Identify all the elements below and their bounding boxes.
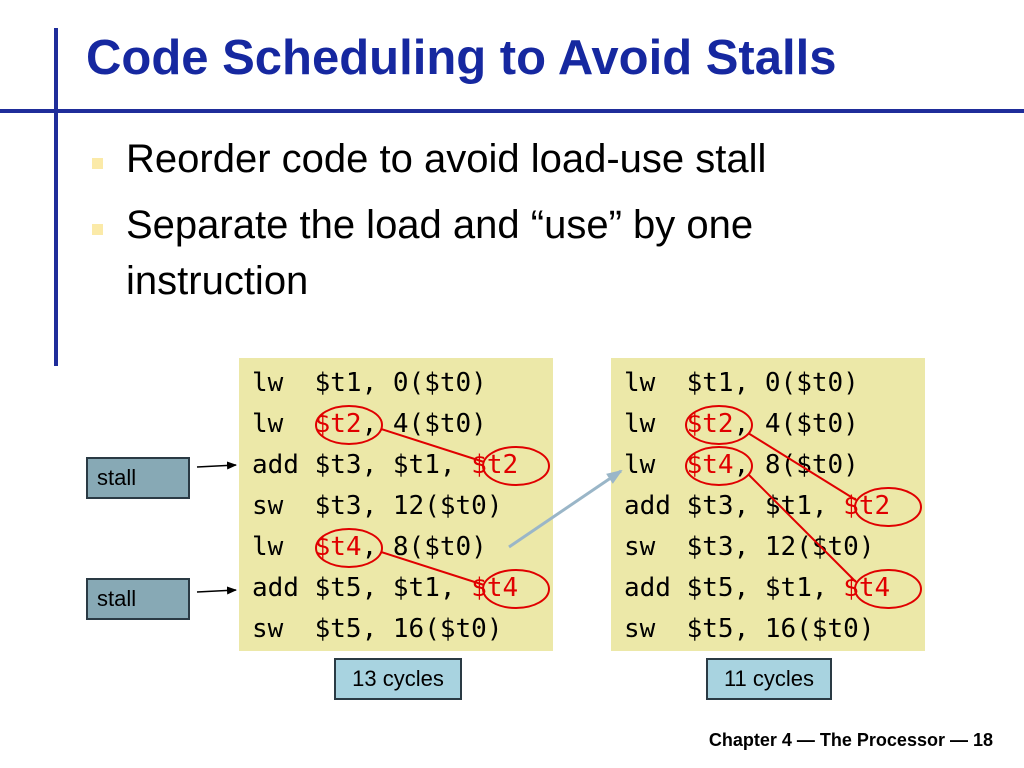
highlight-ellipse (854, 487, 922, 527)
code-line: sw $t5, 16($t0) (624, 614, 875, 644)
bullet-text-1: Reorder code to avoid load-use stall (126, 137, 767, 181)
move-instruction-arrow-icon (508, 469, 623, 549)
horizontal-accent-bar (0, 109, 1024, 113)
vertical-accent-bar (54, 28, 58, 366)
code-line: sw $t3, 12($t0) (252, 491, 503, 521)
code-line: sw $t5, 16($t0) (252, 614, 503, 644)
register-highlight: $t2 (471, 450, 519, 480)
register-highlight: $t4 (471, 573, 519, 603)
highlight-ellipse (315, 528, 383, 568)
original-code-block: lw $t1, 0($t0) lw $t2, 4($t0) add $t3, $… (239, 358, 553, 651)
highlight-ellipse (482, 446, 550, 486)
dependency-line (747, 473, 857, 583)
dependency-line (380, 551, 485, 586)
stall-arrow-icon (196, 461, 237, 470)
bullet-text-2: Separate the load and “use” by one (126, 203, 754, 247)
code-line: add $t5, $t1, $t4 (252, 573, 519, 603)
code-line: lw $t4, 8($t0) (252, 532, 487, 562)
footer-text: Chapter 4 — The Processor — 18 (708, 730, 993, 750)
stall-box: stall (86, 457, 190, 499)
dependency-line (747, 432, 857, 501)
bullet-square-icon (92, 158, 103, 169)
code-line: lw $t1, 0($t0) (624, 368, 859, 398)
slide-title: Code Scheduling to Avoid Stalls (86, 31, 837, 85)
dependency-line (380, 428, 485, 463)
cycles-box-original: 13 cycles (334, 658, 462, 700)
stall-box: stall (86, 578, 190, 620)
highlight-ellipse (315, 405, 383, 445)
highlight-ellipse (685, 446, 753, 486)
highlight-ellipse (854, 569, 922, 609)
code-line: add $t3, $t1, $t2 (252, 450, 519, 480)
highlight-ellipse (482, 569, 550, 609)
reordered-code-block: lw $t1, 0($t0) lw $t2, 4($t0) lw $t4, 8(… (611, 358, 925, 651)
cycles-box-reordered: 11 cycles (706, 658, 832, 700)
register-highlight: $t4 (686, 450, 734, 480)
stall-arrow-icon (196, 586, 237, 595)
code-line: lw $t1, 0($t0) (252, 368, 487, 398)
code-line: add $t5, $t1, $t4 (624, 573, 891, 603)
bullet-square-icon (92, 224, 103, 235)
register-highlight: $t2 (686, 409, 734, 439)
code-line: lw $t4, 8($t0) (624, 450, 859, 480)
code-line: lw $t2, 4($t0) (624, 409, 859, 439)
bullet-text-2-continuation: instruction (126, 259, 309, 303)
highlight-ellipse (685, 405, 753, 445)
